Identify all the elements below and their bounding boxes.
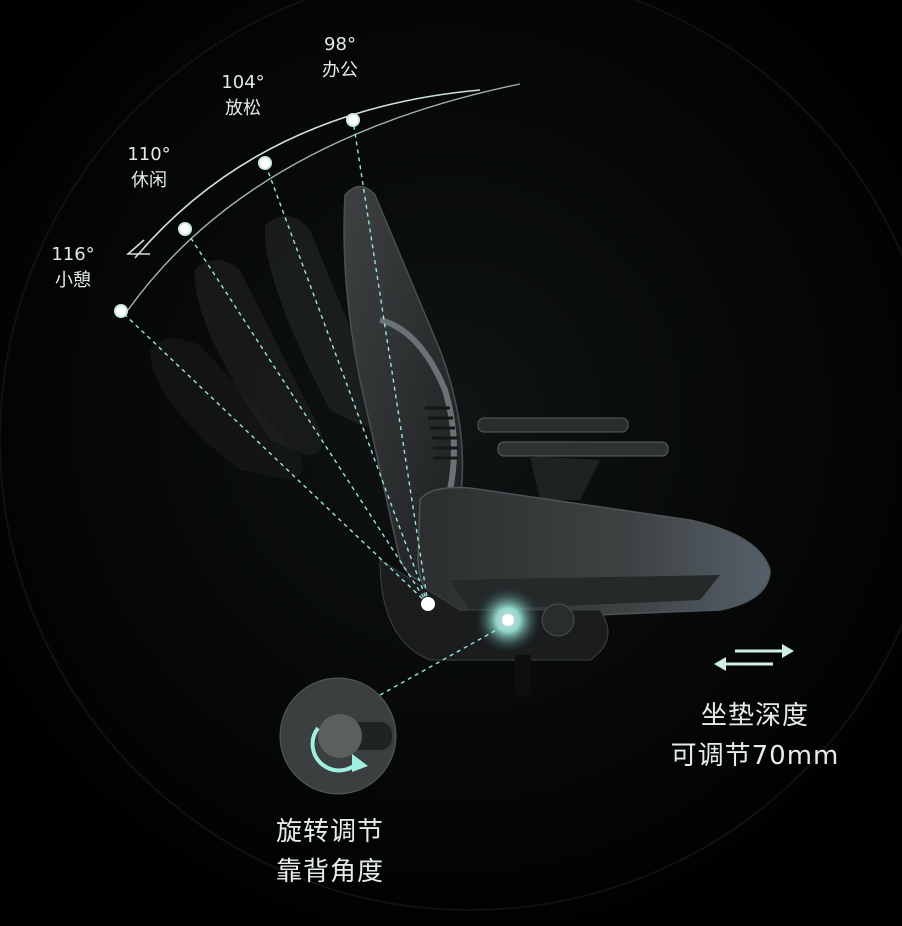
backrest-caption-line2: 靠背角度 bbox=[275, 857, 384, 887]
rotate-icon bbox=[310, 726, 362, 773]
tension-knob bbox=[541, 603, 575, 637]
angle-node-98 bbox=[346, 113, 360, 127]
angle-name: 办公 bbox=[322, 60, 358, 81]
angle-label-116: 116° 小憩 bbox=[40, 242, 106, 294]
armrest-post bbox=[530, 456, 600, 500]
angle-guides bbox=[120, 119, 429, 605]
depth-arrows-icon bbox=[714, 644, 794, 671]
angle-nodes bbox=[114, 113, 360, 318]
angle-label-98: 98° 办公 bbox=[310, 32, 370, 84]
pivot-point bbox=[421, 597, 435, 611]
knob-cap bbox=[318, 714, 362, 758]
armrest-front bbox=[497, 441, 669, 457]
seat-depth-caption-line2: 可调节70mm bbox=[670, 741, 840, 771]
backrest-ghost-116 bbox=[150, 338, 304, 480]
lumbar-vents bbox=[425, 406, 458, 460]
seat-depth-caption-line1: 坐垫深度 bbox=[700, 701, 809, 731]
gas-cylinder bbox=[515, 655, 531, 695]
recline-arc bbox=[134, 89, 481, 259]
angle-node-110 bbox=[178, 222, 192, 236]
armrest-rear bbox=[477, 417, 629, 433]
angle-node-104 bbox=[258, 156, 272, 170]
backrest-ghost-110 bbox=[194, 260, 323, 455]
angle-value: 110° bbox=[127, 144, 171, 165]
backrest-caption: 旋转调节 靠背角度 bbox=[250, 812, 410, 892]
backrest-ghost-104 bbox=[264, 216, 381, 426]
recline-arc-outer bbox=[127, 83, 521, 311]
angle-value: 104° bbox=[221, 72, 265, 93]
backrest-caption-line1: 旋转调节 bbox=[275, 817, 384, 847]
seat-depth-caption: 坐垫深度 可调节70mm bbox=[650, 696, 860, 776]
rotate-arrowhead-icon bbox=[352, 754, 368, 772]
angle-name: 放松 bbox=[225, 98, 261, 119]
angle-name: 小憩 bbox=[55, 270, 91, 291]
angle-value: 98° bbox=[324, 34, 356, 55]
angle-value: 116° bbox=[51, 244, 95, 265]
arc-arrow-icon bbox=[125, 239, 150, 255]
angle-label-104: 104° 放松 bbox=[210, 70, 276, 122]
angle-name: 休闲 bbox=[131, 170, 167, 191]
angle-node-116 bbox=[114, 304, 128, 318]
callout-line bbox=[379, 627, 501, 696]
backrest-frame bbox=[379, 317, 457, 491]
angle-label-110: 110° 休闲 bbox=[116, 142, 182, 194]
recline-knob bbox=[502, 614, 514, 626]
